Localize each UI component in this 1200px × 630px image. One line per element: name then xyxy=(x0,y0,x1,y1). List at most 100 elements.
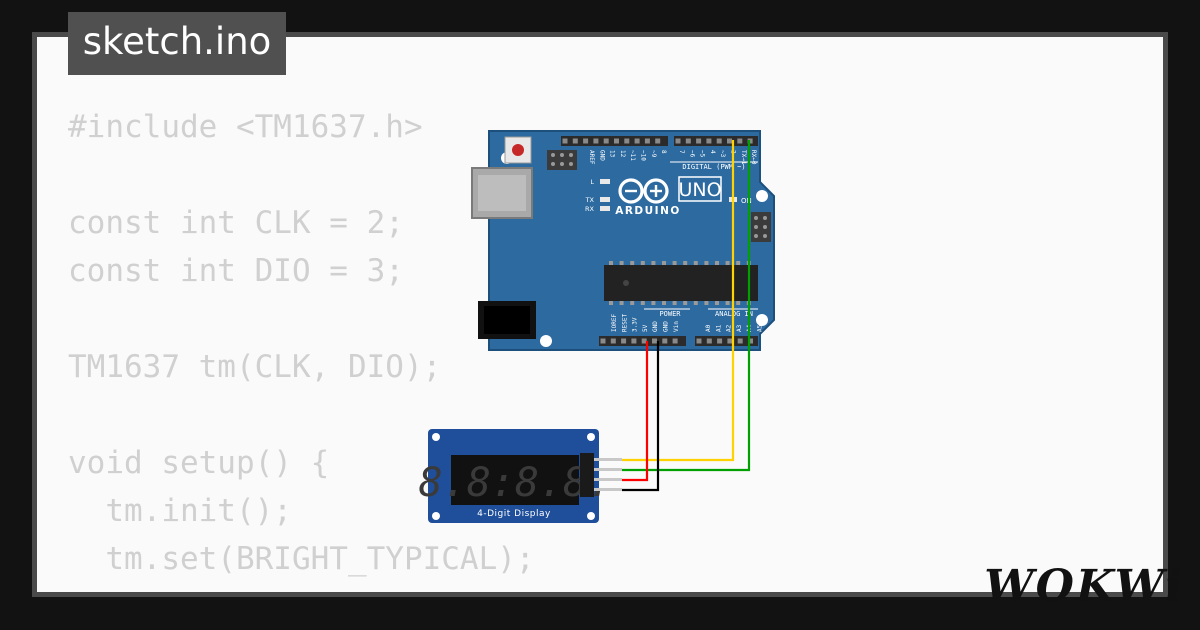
bottom-pin-label: GND xyxy=(663,321,670,332)
header-pin[interactable] xyxy=(641,338,647,344)
status-led-label: L xyxy=(590,178,594,186)
mounting-hole xyxy=(756,190,768,202)
power-header-label: POWER xyxy=(659,310,681,318)
header-pin[interactable] xyxy=(748,338,753,344)
header-pin[interactable] xyxy=(610,338,616,344)
header-pin[interactable] xyxy=(603,138,609,144)
top-pin-label: 7 xyxy=(678,150,685,154)
header-pin[interactable] xyxy=(727,338,733,344)
file-tab[interactable]: sketch.ino xyxy=(68,12,286,75)
chip-leg xyxy=(619,301,624,305)
header-pin[interactable] xyxy=(634,138,640,144)
chip-leg xyxy=(630,261,635,265)
header-pin[interactable] xyxy=(631,338,637,344)
header-pin[interactable] xyxy=(685,138,691,144)
bottom-pin-label: A2 xyxy=(726,324,733,332)
code-line: tm.init(); xyxy=(68,493,292,529)
header-pin[interactable] xyxy=(662,338,668,344)
header-pin[interactable] xyxy=(737,138,743,144)
tm1637-display-module[interactable]: 8.8:8.8. 4-Digit Display xyxy=(419,429,622,523)
chip-leg xyxy=(640,301,645,305)
header-top-right xyxy=(674,136,758,146)
mounting-hole xyxy=(432,433,440,441)
status-led xyxy=(600,197,610,202)
header-pin[interactable] xyxy=(717,338,723,344)
bottom-pin-label: A5 xyxy=(757,324,764,332)
mounting-hole xyxy=(587,512,595,520)
wire-clk[interactable] xyxy=(622,140,751,472)
wokwi-logo: WOKWi xyxy=(984,561,1184,612)
top-pin-label: RX←0 xyxy=(750,150,757,165)
header-pin[interactable] xyxy=(737,338,743,344)
status-led xyxy=(600,179,610,184)
bottom-pin-label: 3.3V xyxy=(632,317,639,332)
display-pins xyxy=(594,458,622,491)
header-pin[interactable] xyxy=(621,338,627,344)
chip-leg xyxy=(672,261,677,265)
header-pin[interactable] xyxy=(614,138,619,144)
header-pin[interactable] xyxy=(655,138,661,144)
chip-leg xyxy=(619,261,624,265)
icsp-header-top xyxy=(547,150,577,170)
top-pin-label: ~5 xyxy=(699,150,706,158)
header-pin[interactable] xyxy=(644,138,650,144)
usb-connector-inner xyxy=(478,175,526,211)
header-pin[interactable] xyxy=(624,138,630,144)
header-pin[interactable] xyxy=(593,138,599,144)
top-pin-label: ~9 xyxy=(650,150,657,158)
uno-label-box xyxy=(678,176,722,202)
power-jack-inner xyxy=(484,306,530,334)
bottom-pin-label: 5V xyxy=(642,324,649,332)
chip-leg xyxy=(693,301,698,305)
code-line: void setup() { xyxy=(68,445,330,481)
wires xyxy=(622,140,751,492)
status-led xyxy=(600,206,610,211)
mounting-hole xyxy=(756,314,768,326)
seven-segment-panel xyxy=(451,455,579,505)
top-pin-label: ~10 xyxy=(640,150,647,161)
header-pin[interactable] xyxy=(600,338,606,344)
header-pin[interactable] xyxy=(675,138,681,144)
bottom-pin-label: IOREF xyxy=(611,314,618,332)
header-pin[interactable] xyxy=(727,138,732,144)
code-block: #include <TM1637.h> const int CLK = 2; con… xyxy=(68,103,535,592)
header-pin[interactable] xyxy=(652,338,657,344)
top-pin-label: 13 xyxy=(609,150,616,158)
top-pin-label: GND xyxy=(598,150,605,161)
header-pin[interactable] xyxy=(583,138,589,144)
header-pin[interactable] xyxy=(716,138,722,144)
bottom-pin-label: Vin xyxy=(673,321,680,332)
chip-leg xyxy=(725,301,730,305)
top-pin-label: TX→1 xyxy=(740,150,747,165)
display-pin-header xyxy=(580,453,594,497)
file-tab-label: sketch.ino xyxy=(82,20,272,63)
chip-leg xyxy=(683,301,688,305)
arduino-infinity-logo xyxy=(618,178,669,204)
header-pin[interactable] xyxy=(562,138,568,144)
header-pin[interactable] xyxy=(572,138,578,144)
code-line: #include <TM1637.h> xyxy=(68,109,423,145)
chip-leg xyxy=(662,301,666,305)
code-line: const int DIO = 3; xyxy=(68,253,404,289)
top-pin-label: ~3 xyxy=(719,150,726,158)
header-pin[interactable] xyxy=(706,138,712,144)
header-pin[interactable] xyxy=(696,338,702,344)
mounting-hole xyxy=(540,335,552,347)
header-pin[interactable] xyxy=(672,338,678,344)
top-pin-label: ~11 xyxy=(629,150,636,161)
chip-leg xyxy=(640,261,645,265)
chip-leg xyxy=(651,261,656,265)
bottom-pin-label: GND xyxy=(652,321,659,332)
chip-leg xyxy=(704,301,709,305)
header-pin[interactable] xyxy=(696,138,702,144)
wire-gnd[interactable] xyxy=(622,341,660,492)
top-pin-label: AREF xyxy=(588,150,595,165)
header-pin[interactable] xyxy=(706,338,712,344)
status-led-label: RX xyxy=(585,205,595,213)
bottom-pin-label: A0 xyxy=(705,324,712,332)
wire-vcc[interactable] xyxy=(622,341,649,482)
top-pin-label: 12 xyxy=(619,150,626,158)
code-line: const int CLK = 2; xyxy=(68,205,404,241)
